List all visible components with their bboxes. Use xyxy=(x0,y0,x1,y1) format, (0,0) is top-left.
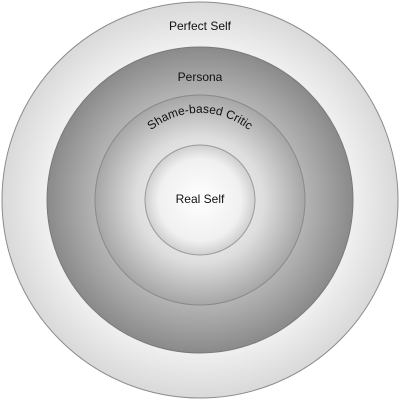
persona-label: Persona xyxy=(178,70,223,84)
real-self-ring xyxy=(144,144,256,256)
perfect-self-label: Perfect Self xyxy=(169,19,232,33)
real-self-label: Real Self xyxy=(176,192,225,206)
